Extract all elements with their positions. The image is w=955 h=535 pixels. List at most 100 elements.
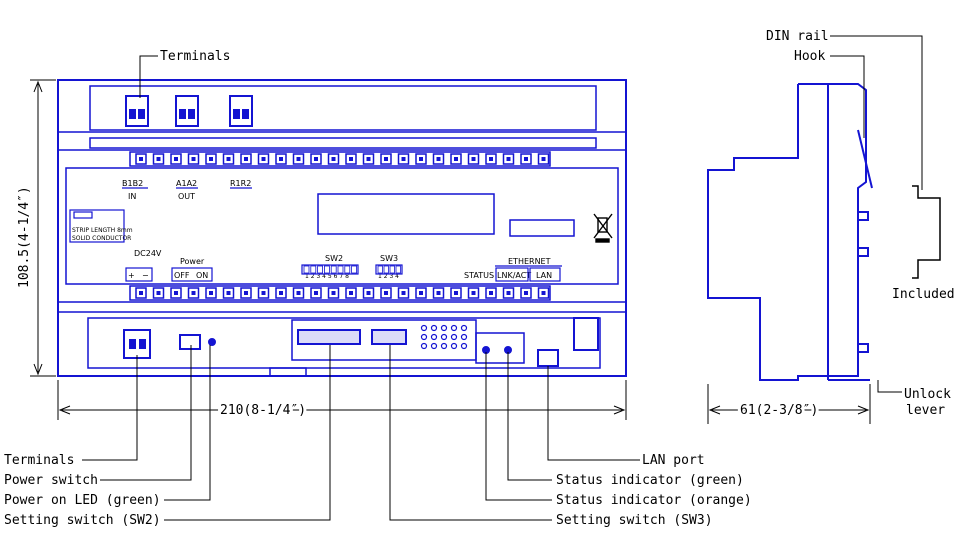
terminal-screw-center: [331, 291, 336, 295]
setting-switch-sw3[interactable]: [371, 329, 407, 345]
terminal-screw: [327, 287, 340, 299]
terminal-screw-center: [156, 157, 161, 161]
terminal-screw-center: [209, 157, 213, 161]
front-view: [57, 79, 627, 377]
indicator-dot: [420, 342, 428, 350]
power-on-led: [208, 338, 216, 346]
power-switch[interactable]: [179, 334, 201, 350]
sw3-numbers: 1 2 3 4: [378, 273, 399, 280]
dip-switch-lever: [344, 265, 351, 274]
terminal-screw: [275, 153, 287, 165]
top-terminal-block: [89, 85, 597, 131]
callout-setting-switch-sw2: Setting switch (SW2): [4, 513, 161, 528]
terminal-screw-center: [191, 157, 196, 161]
minus-label: −: [142, 271, 149, 280]
terminal-screw: [345, 287, 357, 299]
terminal-screw-center: [401, 291, 406, 295]
terminal-screw: [520, 153, 532, 165]
terminal-screw: [502, 287, 515, 299]
terminal-screw: [292, 153, 305, 165]
indicator-dot: [440, 324, 448, 332]
terminal-screw-center: [349, 157, 353, 161]
lnk-act-label: LNK/ACT: [497, 271, 531, 280]
terminal-screw-center: [384, 291, 388, 295]
terminal-screw: [240, 153, 252, 165]
terminal-screw: [467, 287, 480, 299]
terminal-screw-center: [226, 157, 231, 161]
indicator-dot: [460, 324, 468, 332]
display-window: [317, 193, 495, 235]
terminal-screw: [152, 287, 165, 299]
terminal-screw-center: [296, 157, 301, 161]
depth-dimension: 61(2-3/8″): [740, 403, 818, 418]
strip-length-text: STRIP LENGTH 8mm: [72, 227, 133, 234]
din-rail: [912, 185, 941, 279]
lan-port[interactable]: [537, 349, 559, 367]
indicator-dot: [430, 333, 438, 341]
dip-switch-lever: [323, 265, 330, 274]
lan-label: LAN: [536, 271, 552, 280]
callout-status-orange: Status indicator (orange): [556, 493, 752, 508]
callout-setting-switch-sw3: Setting switch (SW3): [556, 513, 713, 528]
terminal-screw-center: [506, 291, 511, 295]
terminal-screw-center: [226, 291, 231, 295]
terminal-screw-center: [244, 291, 248, 295]
terminal-screw-center: [471, 157, 476, 161]
terminal-connector: [175, 95, 199, 127]
out-label: OUT: [178, 192, 195, 201]
indicator-dot: [420, 333, 428, 341]
power-switch-marker: [171, 267, 213, 282]
ethernet-label: ETHERNET: [508, 257, 551, 266]
terminal-screw: [187, 153, 200, 165]
sw2-dip-outline: [301, 264, 359, 275]
terminal-screw-center: [139, 291, 143, 295]
terminal-screw: [397, 153, 410, 165]
lnk-act-box: [495, 267, 529, 282]
power-label: Power: [180, 257, 205, 266]
setting-switch-sw2[interactable]: [297, 329, 361, 345]
terminal-screw-center: [541, 291, 546, 295]
terminal-screw: [222, 287, 235, 299]
side-dimensions: [707, 384, 871, 424]
indicator-dot: [430, 324, 438, 332]
terminal-screw: [310, 153, 322, 165]
terminal-screw-center: [419, 291, 423, 295]
sw3-label: SW3: [380, 254, 398, 263]
terminal-screw-center: [489, 157, 493, 161]
switch-grid: [420, 324, 468, 350]
terminal-screw: [432, 153, 445, 165]
terminal-screw: [187, 287, 200, 299]
dc-terminal-marker: [125, 267, 153, 282]
callout-power-switch: Power switch: [4, 473, 98, 488]
bottom-terminal-connector[interactable]: [123, 329, 151, 359]
terminal-screw: [485, 153, 497, 165]
indicator-dot: [450, 342, 458, 350]
terminal-screw-center: [384, 157, 388, 161]
terminal-row-top: [129, 151, 551, 167]
callout-power-on-led: Power on LED (green): [4, 493, 161, 508]
terminal-screw: [257, 287, 270, 299]
terminal-screw-center: [174, 291, 178, 295]
indicator-dot: [460, 333, 468, 341]
dip-switch-lever: [337, 265, 344, 274]
terminal-screw: [380, 153, 392, 165]
terminal-screw: [292, 287, 305, 299]
sw2-label: SW2: [325, 254, 343, 263]
terminal-screw: [170, 153, 182, 165]
terminal-screw-center: [366, 157, 371, 161]
dip-switch-lever: [310, 265, 317, 274]
terminal-screw-center: [209, 291, 213, 295]
terminal-screw: [537, 287, 550, 299]
side-view: [707, 83, 941, 381]
terminal-screw-center: [331, 157, 336, 161]
callout-lan-port: LAN port: [642, 453, 705, 468]
screw-row-top: [135, 153, 550, 165]
terminal-screw-center: [279, 291, 283, 295]
lower-cover: [87, 317, 601, 369]
terminal-screw: [205, 153, 217, 165]
terminal-screw-center: [419, 157, 423, 161]
strip-length-box: [69, 209, 125, 243]
terminal-screw-center: [471, 291, 476, 295]
dip-switch-lever: [351, 265, 358, 274]
